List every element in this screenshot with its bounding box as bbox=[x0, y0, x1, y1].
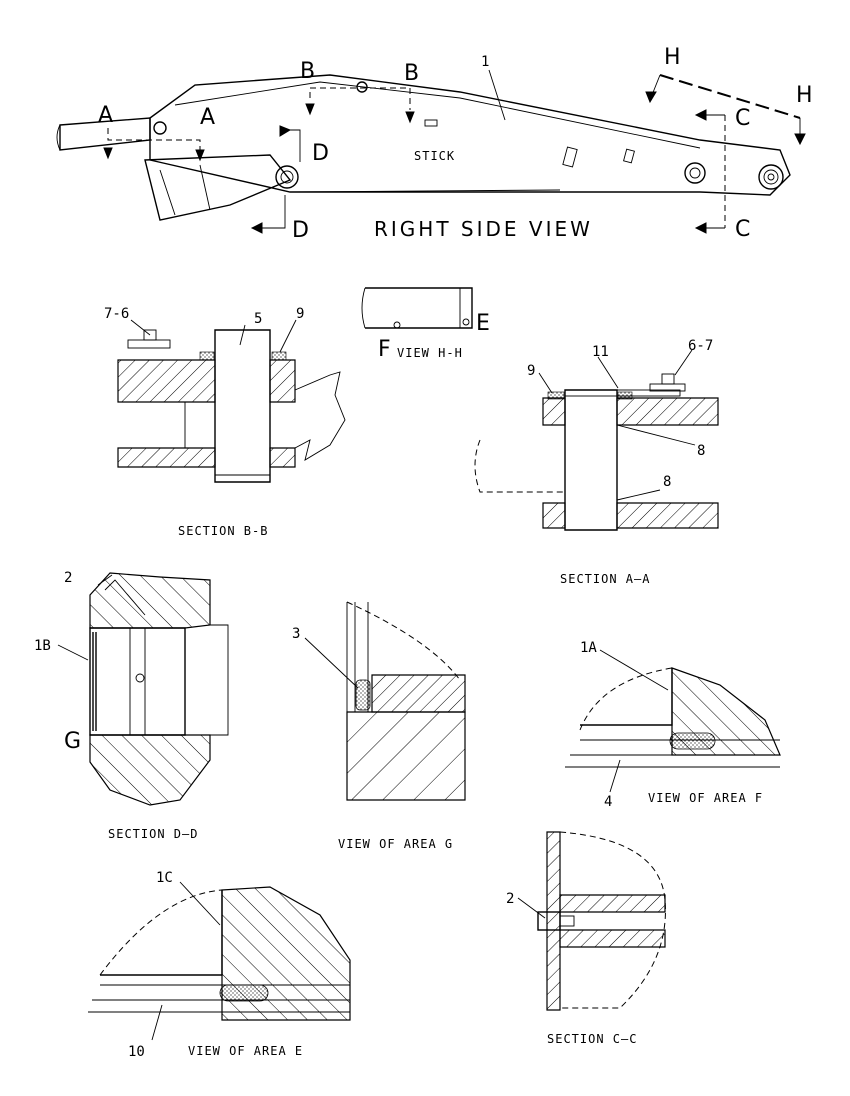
callout-2-dd: 2 bbox=[64, 570, 72, 586]
right-side-view: A A B B D D C C H H 1 STICK RIG bbox=[56, 45, 813, 243]
section-b-left: B bbox=[300, 59, 315, 84]
section-c-c: 2 SECTION C–C bbox=[506, 831, 666, 1046]
area-f-title: VIEW OF AREA F bbox=[648, 791, 763, 805]
section-c-bottom: C bbox=[735, 217, 750, 242]
section-c-c-title: SECTION C–C bbox=[547, 1032, 637, 1046]
area-g: 3 VIEW OF AREA G bbox=[292, 601, 466, 851]
callout-5: 5 bbox=[254, 311, 262, 327]
view-h-h-title: VIEW H-H bbox=[397, 346, 463, 360]
label-f: F bbox=[378, 337, 391, 362]
section-a-left: A bbox=[98, 103, 113, 128]
callout-1b: 1B bbox=[34, 638, 51, 654]
callout-7-6: 7-6 bbox=[104, 306, 129, 322]
callout-1c: 1C bbox=[156, 870, 173, 886]
callout-8-lower: 8 bbox=[663, 474, 671, 490]
seal-3 bbox=[355, 679, 371, 711]
callout-10: 10 bbox=[128, 1044, 145, 1060]
section-a-a: 9 11 6-7 8 8 SECTION A–A bbox=[474, 338, 719, 586]
label-e: E bbox=[476, 311, 490, 336]
section-d-bottom: D bbox=[292, 218, 309, 243]
bearing-1b bbox=[89, 627, 186, 736]
callout-9-aa: 9 bbox=[527, 363, 535, 379]
callout-2-cc: 2 bbox=[506, 891, 514, 907]
area-g-title: VIEW OF AREA G bbox=[338, 837, 453, 851]
section-b-b: 7-6 5 9 SECTION B-B bbox=[104, 306, 346, 538]
area-e: 1C 10 VIEW OF AREA E bbox=[88, 870, 351, 1060]
section-d-top: D bbox=[312, 141, 329, 166]
view-h-h: E F VIEW H-H bbox=[361, 287, 490, 362]
pin-5 bbox=[214, 329, 271, 483]
pin-a-a bbox=[564, 389, 618, 531]
section-h-left: H bbox=[664, 45, 681, 70]
callout-11: 11 bbox=[592, 344, 609, 360]
section-b-b-title: SECTION B-B bbox=[178, 524, 268, 538]
area-e-title: VIEW OF AREA E bbox=[188, 1044, 303, 1058]
area-f: 1A 4 VIEW OF AREA F bbox=[565, 640, 781, 810]
callout-9-bb: 9 bbox=[296, 306, 304, 322]
section-d-d-title: SECTION D–D bbox=[108, 827, 198, 841]
callout-1a: 1A bbox=[580, 640, 597, 656]
callout-4: 4 bbox=[604, 794, 612, 810]
section-c-top: C bbox=[735, 106, 750, 131]
section-h-right: H bbox=[796, 83, 813, 108]
stick-label: STICK bbox=[414, 149, 455, 163]
callout-1: 1 bbox=[481, 54, 489, 70]
section-a-right: A bbox=[200, 105, 215, 130]
section-a-a-title: SECTION A–A bbox=[560, 572, 650, 586]
label-g: G bbox=[64, 729, 81, 754]
callout-8-upper: 8 bbox=[697, 443, 705, 459]
right-side-view-title: RIGHT SIDE VIEW bbox=[374, 217, 593, 241]
section-d-d: 2 1B G SECTION D–D bbox=[34, 570, 229, 841]
linkage bbox=[144, 154, 292, 221]
section-b-right: B bbox=[404, 61, 419, 86]
callout-6-7: 6-7 bbox=[688, 338, 713, 354]
callout-3: 3 bbox=[292, 626, 300, 642]
stick-body bbox=[149, 74, 791, 196]
